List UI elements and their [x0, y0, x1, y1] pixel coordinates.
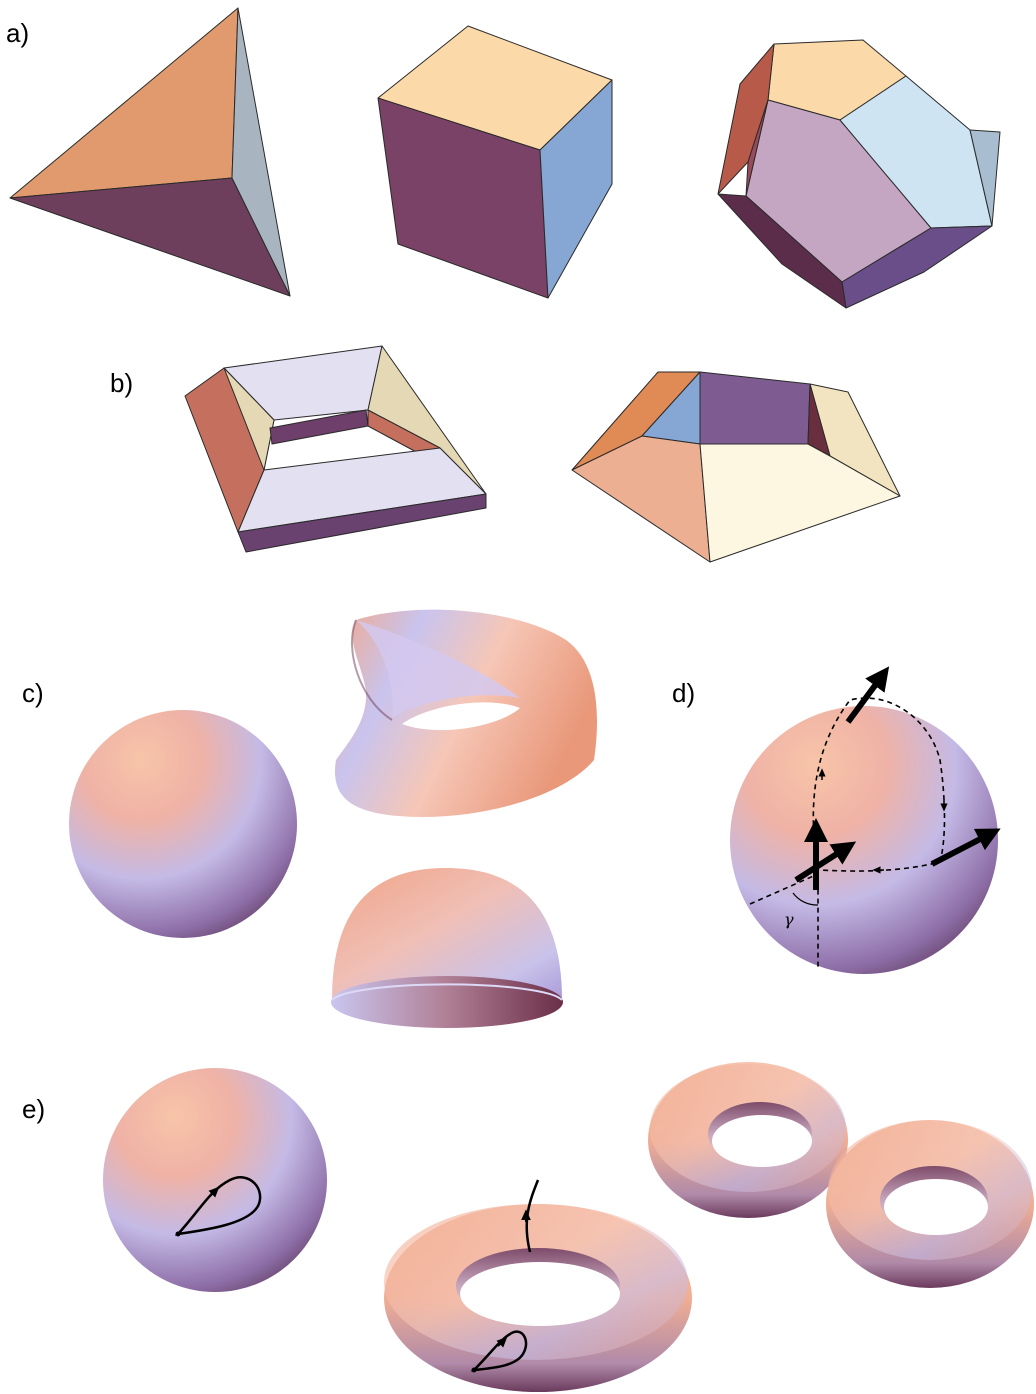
sphere-e — [103, 1068, 327, 1292]
panel-label-e: e) — [22, 1094, 45, 1124]
mobius-strip — [334, 609, 598, 817]
double-torus — [648, 1062, 1034, 1288]
hemisphere — [331, 868, 563, 1028]
sphere-c — [69, 710, 297, 938]
panel-label-d: d) — [672, 678, 695, 708]
sphere-d — [730, 666, 1001, 974]
panel-label-a: a) — [6, 18, 29, 48]
torus-e — [384, 1179, 692, 1392]
cube — [377, 25, 613, 299]
angle-gamma-label: γ — [784, 910, 794, 929]
tetrahedron — [9, 7, 291, 297]
panel-label-c: c) — [22, 678, 44, 708]
square-frame-torus — [184, 345, 487, 553]
pentagon-frame-torus — [571, 371, 901, 563]
dodecahedron — [717, 39, 1001, 309]
panel-label-b: b) — [110, 368, 133, 398]
